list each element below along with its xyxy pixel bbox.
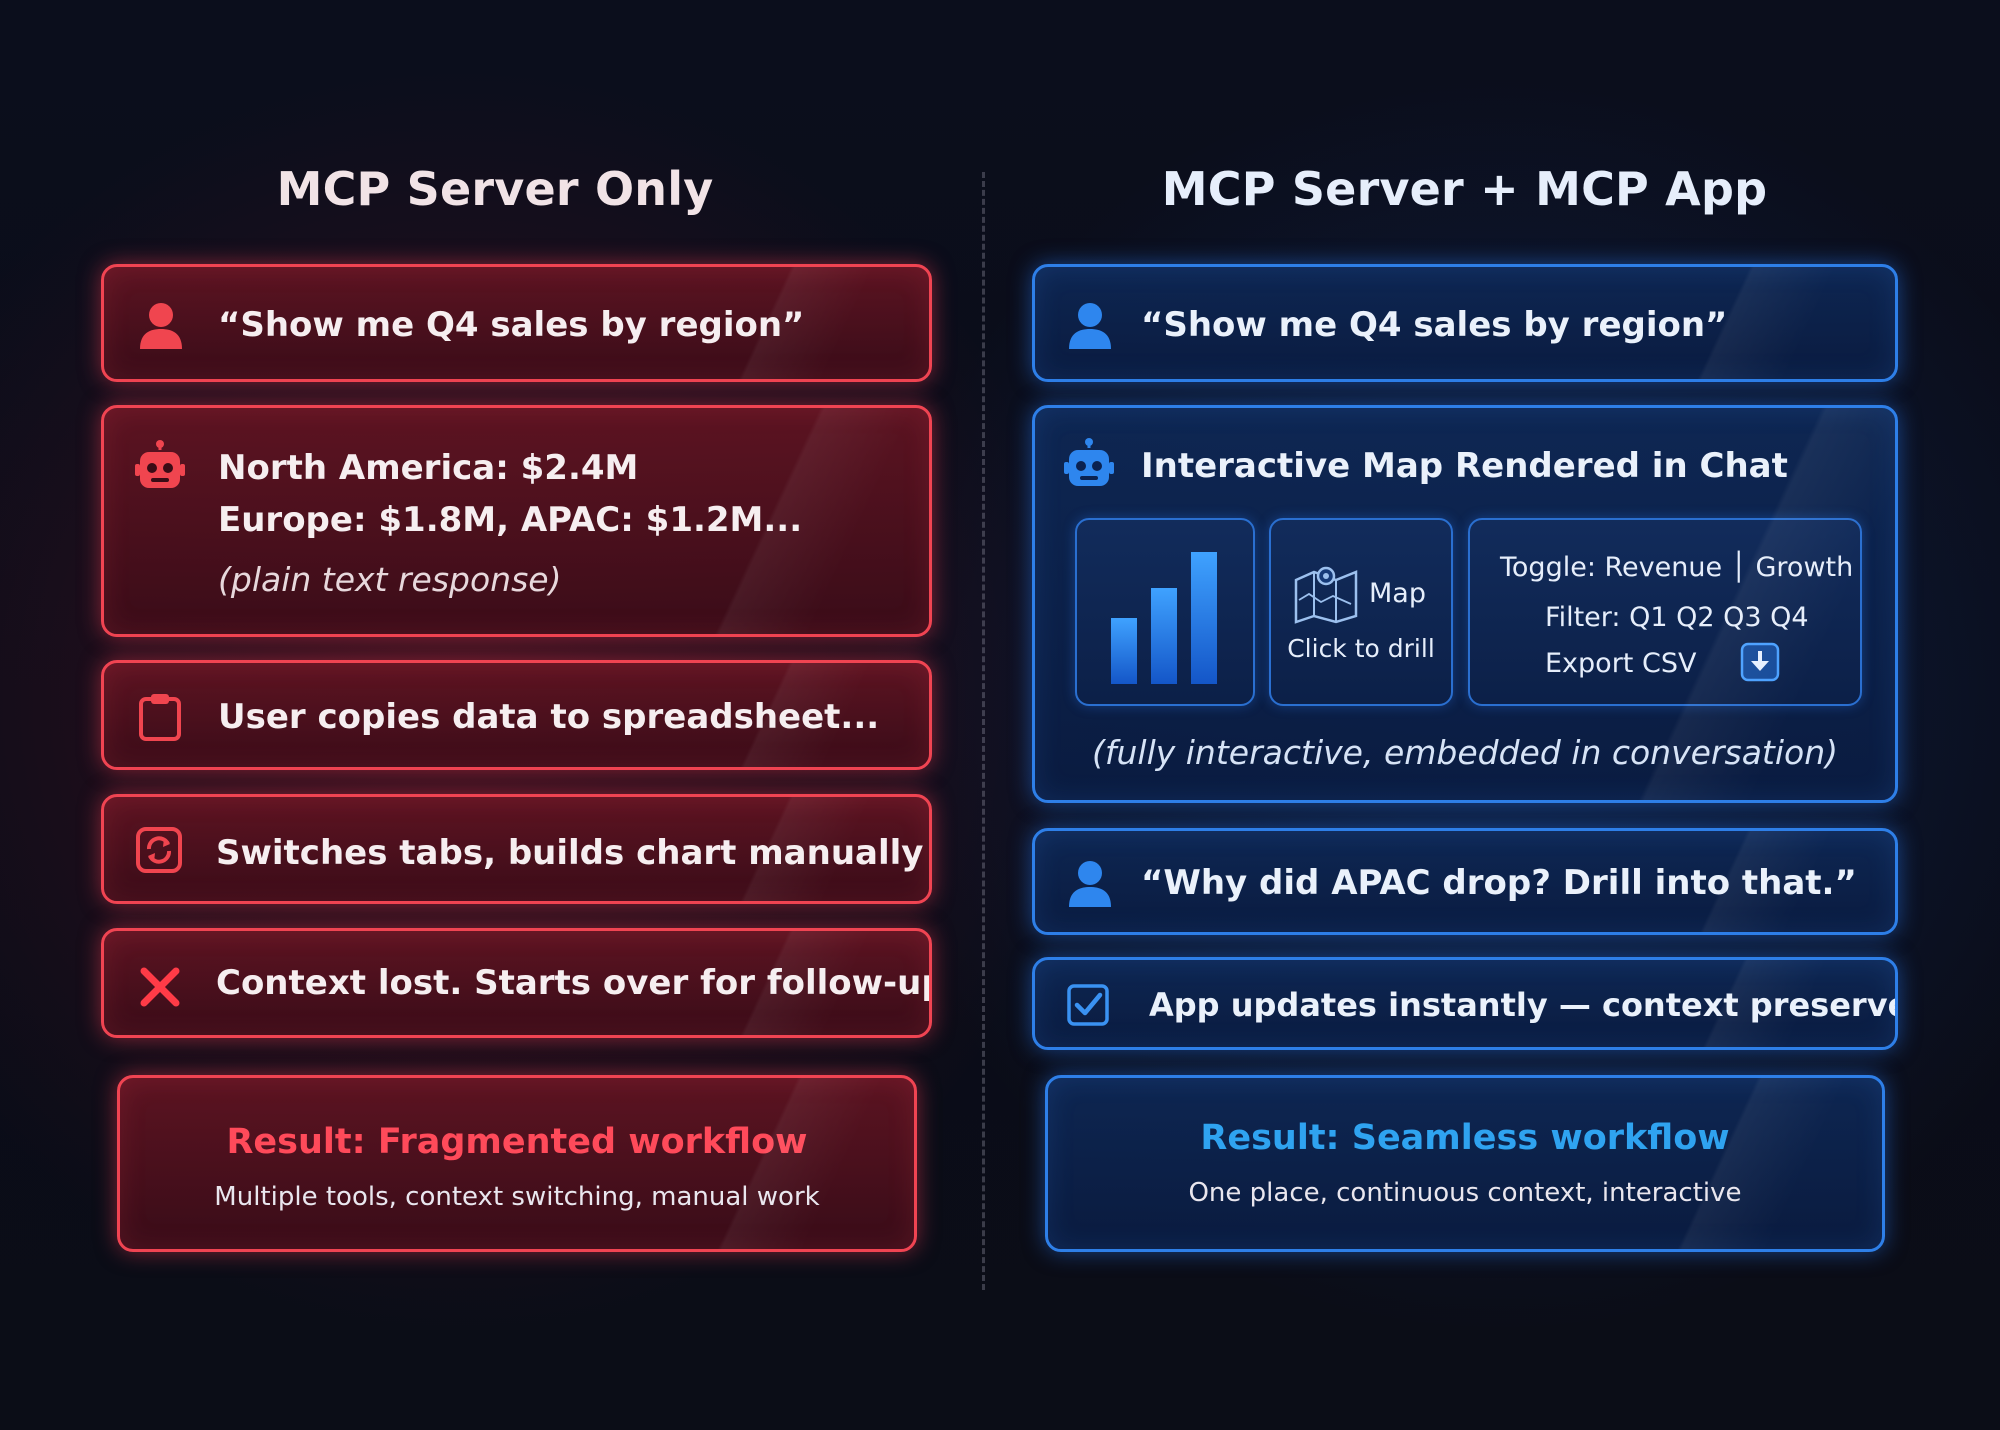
app-note: (fully interactive, embedded in conversa… [1092, 733, 1838, 772]
download-icon[interactable] [1740, 642, 1780, 682]
user-icon [1069, 861, 1111, 907]
filter-control[interactable]: Filter: Q1 Q2 Q3 Q4 [1545, 602, 1809, 633]
app-update-text: App updates instantly — context preserve… [1149, 986, 1898, 1024]
left-result-card: Result: Fragmented workflow Multiple too… [117, 1075, 917, 1252]
robot-icon [1064, 438, 1114, 486]
map-widget[interactable]: Map Click to drill [1269, 518, 1453, 706]
bot-response-note: (plain text response) [218, 560, 562, 599]
clipboard-icon [139, 694, 181, 741]
user-icon [140, 303, 182, 349]
app-title: Interactive Map Rendered in Chat [1141, 446, 1788, 486]
refresh-icon [136, 827, 182, 873]
app-update-card: App updates instantly — context preserve… [1032, 957, 1898, 1050]
toggle-control[interactable]: Toggle: Revenue │ Growth [1500, 552, 1854, 583]
left-result-title: Result: Fragmented workflow [226, 1122, 808, 1162]
copy-step-card: User copies data to spreadsheet... [101, 660, 932, 770]
left-user-prompt-text: “Show me Q4 sales by region” [218, 305, 805, 345]
user-icon [1069, 303, 1111, 349]
left-column-title: MCP Server Only [276, 162, 714, 216]
context-lost-card: Context lost. Starts over for follow-up. [101, 928, 932, 1038]
chart-widget[interactable] [1075, 518, 1255, 706]
map-hint: Click to drill [1287, 634, 1435, 663]
followup-prompt-text: “Why did APAC drop? Drill into that.” [1141, 863, 1857, 903]
left-result-subtitle: Multiple tools, context switching, manua… [214, 1182, 820, 1212]
map-icon [1294, 566, 1358, 624]
right-column-title: MCP Server + MCP App [1161, 162, 1768, 216]
left-user-prompt-card: “Show me Q4 sales by region” [101, 264, 932, 382]
export-csv-button[interactable]: Export CSV [1545, 648, 1697, 679]
column-divider [982, 172, 985, 1290]
switch-step-card: Switches tabs, builds chart manually [101, 794, 932, 904]
right-result-title: Result: Seamless workflow [1200, 1118, 1730, 1158]
context-lost-text: Context lost. Starts over for follow-up. [216, 963, 932, 1003]
right-result-card: Result: Seamless workflow One place, con… [1045, 1075, 1885, 1252]
right-result-subtitle: One place, continuous context, interacti… [1188, 1178, 1742, 1208]
right-user-prompt-text: “Show me Q4 sales by region” [1141, 305, 1728, 345]
robot-icon [135, 440, 185, 488]
bot-response-line-1: North America: $2.4M [218, 448, 639, 488]
bot-response-line-2: Europe: $1.8M, APAC: $1.2M... [218, 500, 803, 540]
checkbox-icon [1067, 984, 1109, 1026]
x-icon [140, 967, 180, 1007]
copy-step-text: User copies data to spreadsheet... [218, 697, 880, 737]
followup-prompt-card: “Why did APAC drop? Drill into that.” [1032, 828, 1898, 935]
map-label: Map [1369, 578, 1426, 609]
bar-chart-icon [1111, 552, 1217, 684]
controls-widget: Toggle: Revenue │ Growth Filter: Q1 Q2 Q… [1468, 518, 1862, 706]
right-user-prompt-card: “Show me Q4 sales by region” [1032, 264, 1898, 382]
left-bot-response-card: North America: $2.4M Europe: $1.8M, APAC… [101, 405, 932, 637]
switch-step-text: Switches tabs, builds chart manually [216, 833, 924, 873]
interactive-app-card: Interactive Map Rendered in Chat Map Cli… [1032, 405, 1898, 803]
